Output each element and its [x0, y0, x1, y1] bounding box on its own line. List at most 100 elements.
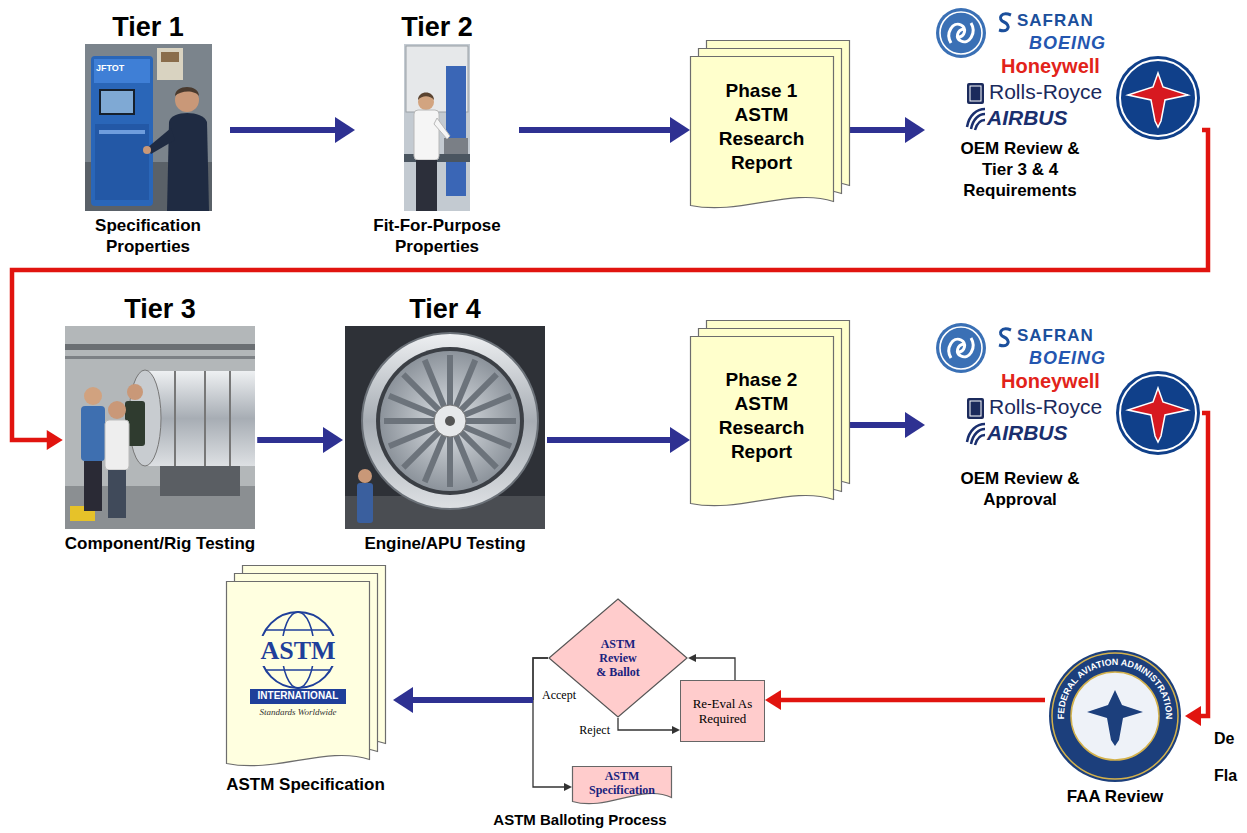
document-stack [226, 565, 386, 770]
rig-photo [81, 406, 105, 461]
lab-photo [434, 118, 450, 139]
logo-text: Honeywell [1001, 55, 1100, 78]
engine-photo [358, 469, 372, 483]
flow-arrow [765, 690, 1045, 710]
connector-line [618, 718, 674, 730]
report-stack: Phase 1 ASTM Research Report [690, 40, 850, 212]
tier-panel: Tier 4Engine/APU Testing [343, 292, 547, 554]
logo-text: BOEING [1029, 33, 1106, 54]
logo-text: Rolls-Royce [989, 80, 1102, 104]
flow-arrow [1185, 413, 1208, 726]
edge-label: Accept [540, 688, 578, 702]
cut-off-text: Fla [1214, 766, 1237, 785]
rig-photo [204, 371, 206, 466]
lab-photo [167, 113, 209, 211]
logo-text: Honeywell [1001, 370, 1100, 393]
logo-tagline: Standards Worldwide [259, 707, 336, 718]
seal-text: FEDERAL AVIATION ADMINISTRATION [1056, 657, 1174, 719]
rig-photo [65, 344, 255, 350]
rig-photo [65, 326, 255, 529]
astm-logo [266, 669, 331, 671]
lab-photo [418, 93, 434, 101]
engine-photo [384, 355, 516, 487]
arrow-head [672, 726, 680, 734]
tier-heading: Tier 3 [124, 292, 196, 326]
heading-row: Tier 3 [63, 292, 257, 326]
tier-heading: Tier 2 [401, 10, 473, 44]
text-area: Phase 2 ASTM Research Report [690, 336, 833, 495]
lab-photo [85, 44, 212, 211]
engine-photo [425, 360, 476, 482]
spec-document: ASTM Specification [218, 565, 393, 795]
process-box: Re-Eval As Required [680, 680, 765, 742]
oem-logos [936, 8, 1200, 140]
arrow-head [765, 690, 781, 710]
connector-line [230, 127, 341, 133]
engine-photo [357, 483, 373, 523]
logo-text: AIRBUS [987, 421, 1068, 445]
faa-seal [1087, 690, 1143, 746]
caption-row: ASTM Specification [218, 774, 393, 795]
logo-text: SAFRAN [1017, 11, 1094, 31]
text-area: Phase 1 ASTM Research Report [690, 56, 833, 197]
photo-slot [63, 326, 257, 529]
faa-seal: FEDERAL AVIATION ADMINISTRATION [1049, 650, 1181, 782]
engine-photo [434, 405, 466, 437]
edge-label: Reject [577, 723, 612, 737]
faa-seal [1052, 653, 1178, 779]
rig-photo [108, 401, 126, 419]
report-shape [690, 320, 850, 510]
cut-off-text: De [1214, 729, 1234, 748]
connector-line [533, 658, 566, 787]
arrow-head [335, 117, 355, 143]
caption-row: Specification Properties [66, 215, 230, 257]
flow-arrow [850, 412, 925, 438]
engine-photo [403, 374, 496, 467]
connector-line [776, 698, 1045, 703]
lab-photo [91, 56, 153, 206]
lab-photo [175, 87, 199, 96]
arrow-head [323, 427, 343, 453]
rig-photo [108, 470, 126, 518]
lab-photo [157, 48, 183, 80]
caption-row: Fit-For-Purpose Properties [355, 215, 519, 257]
flow-arrow [230, 117, 355, 143]
rig-photo [174, 371, 176, 466]
photo-slot [343, 326, 547, 529]
flow-arrow [688, 654, 735, 680]
report-title: Phase 2 ASTM Research Report [710, 368, 814, 464]
photo-slot [355, 44, 519, 211]
logo-text: ASTM [257, 636, 338, 666]
document-shape: ASTM Specification [572, 766, 672, 808]
arrow-head [905, 412, 925, 438]
flow-arrow [618, 718, 680, 734]
document-page [691, 337, 834, 506]
flow-arrow [257, 427, 343, 453]
lab-photo [85, 44, 212, 211]
seal-slot [1045, 648, 1185, 784]
lab-photo [95, 124, 149, 200]
flow-arrow [519, 117, 690, 143]
tier-panel: Tier 3 Component/Rig Testing [63, 292, 257, 554]
connector-line [547, 437, 676, 443]
process-text: Re-Eval As Required [687, 696, 759, 726]
document-outline [573, 767, 672, 804]
arrow-head [670, 427, 690, 453]
lab-photo [101, 91, 133, 113]
decision-text: ASTM Review & Ballot [595, 637, 641, 679]
caption-row: FAA Review [1045, 786, 1185, 807]
tier-caption: Specification Properties [68, 215, 228, 257]
lab-photo [446, 66, 466, 196]
lab-photo [94, 59, 150, 83]
heading-row: Tier 4 [343, 292, 547, 326]
rig-photo [229, 371, 231, 466]
astm-logo [250, 689, 346, 704]
tier-caption: Component/Rig Testing [65, 533, 255, 554]
report-title: Phase 1 ASTM Research Report [710, 79, 814, 175]
connector-line [850, 422, 911, 428]
oem-logos [936, 323, 1200, 455]
tier-panel: Tier 1Specification Properties [66, 10, 230, 257]
arrow-head [688, 654, 696, 662]
lab-photo [143, 146, 151, 154]
